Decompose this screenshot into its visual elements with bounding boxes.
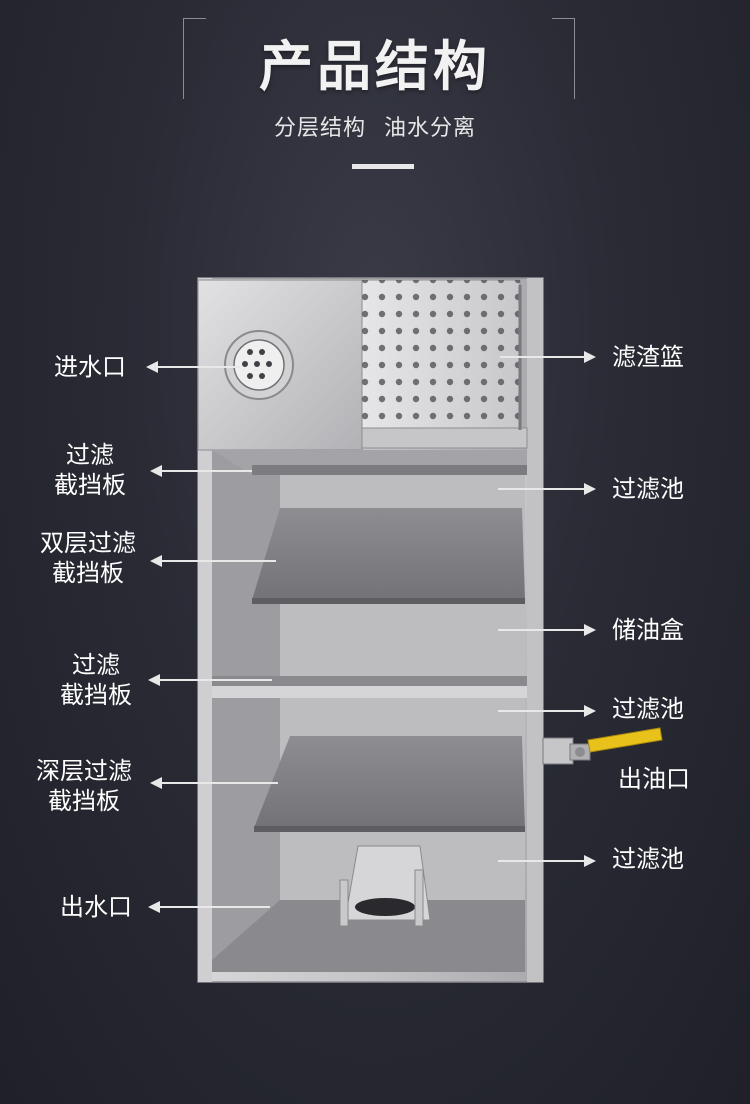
label-deep-filter-baffle: 深层过滤 截挡板 [36,757,132,815]
label-filter-pool-3: 过滤池 [612,845,684,873]
arrow-filter-pool-3 [498,855,596,867]
arrow-double-filter-baffle [150,555,276,567]
tank-floor [212,900,525,972]
deep-filter-plate [254,736,525,828]
label-filter-pool-1: 过滤池 [612,475,684,503]
label-double-filter-baffle: 双层过滤 截挡板 [40,529,136,587]
oil-outlet-valve [542,727,663,765]
arrow-filter-baffle-1 [150,465,252,477]
label-filter-baffle-2: 过滤 截挡板 [60,651,132,709]
title-bracket-left [183,18,206,99]
label-residue-basket: 滤渣篮 [612,343,684,371]
residue-basket-lip [361,427,528,449]
arrow-filter-pool-1 [498,483,596,495]
arrow-inlet [146,361,240,373]
page-subtitle: 分层结构 油水分离 [274,116,476,141]
label-filter-baffle-1: 过滤 截挡板 [54,441,126,499]
arrow-filter-pool-2 [498,705,596,717]
title-bracket-right [552,18,575,99]
title-divider [352,164,414,169]
interior-side-shade [212,450,280,960]
label-outlet: 出水口 [60,893,132,921]
label-oil-outlet: 出油口 [618,765,690,793]
inlet-hole-perforations [242,349,272,379]
page-title: 产品结构 [259,35,491,98]
outlet-hole [355,898,415,916]
arrow-filter-baffle-2 [148,674,272,686]
arrow-outlet [148,901,270,913]
label-inlet: 进水口 [54,353,126,381]
arrow-oil-box [498,624,596,636]
filter-baffle-2-shape [212,676,527,686]
arrow-deep-filter-baffle [150,777,278,789]
label-filter-pool-2: 过滤池 [612,695,684,723]
arrow-residue-basket [500,351,596,363]
double-filter-plate [252,508,525,600]
tank-left-wall [198,278,212,982]
label-oil-box: 储油盒 [612,616,684,644]
